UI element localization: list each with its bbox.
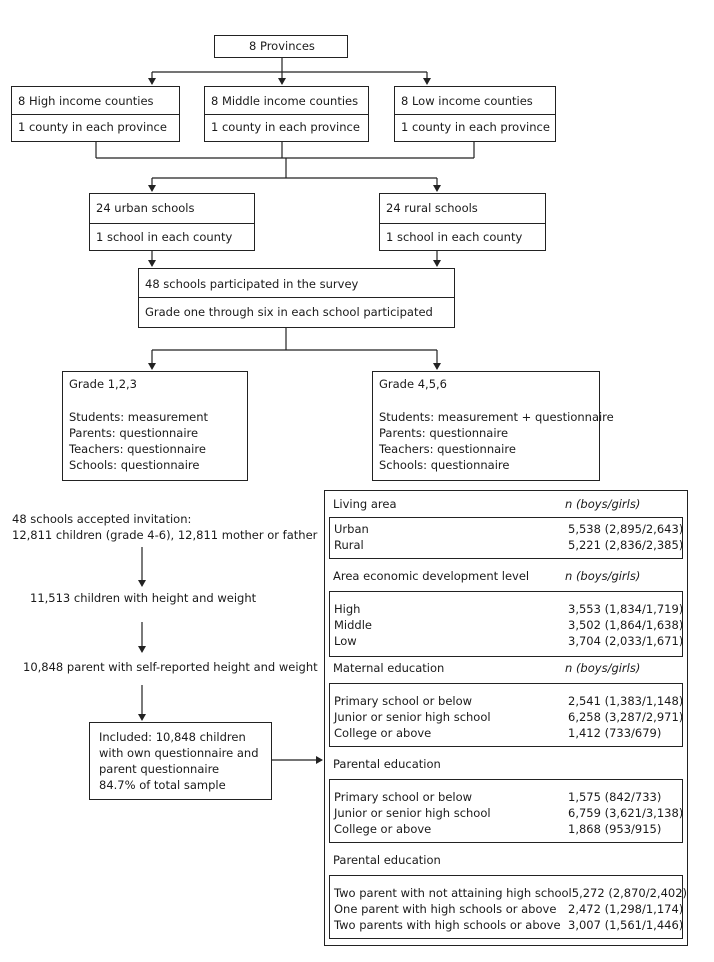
table-row: Two parent with not attaining high schoo… [334,886,687,900]
grade-line: Teachers: questionnaire [69,442,206,456]
n-header: n (boys/girls) [565,661,641,675]
row-value: 6,258 (3,287/2,971) [568,710,684,724]
row-value: 2,472 (1,298/1,174) [568,902,684,916]
section-title: Maternal education [333,661,445,675]
row-value: 1,868 (953/915) [568,822,662,836]
section-box-maternal-education: Primary school or below 2,541 (1,383/1,1… [329,683,683,747]
schools-sub: 1 school in each county [386,230,523,244]
grade-line: Students: measurement + questionnaire [379,410,614,424]
row-label: Two parents with high schools or above [334,918,561,932]
row-label: Junior or senior high school [334,806,491,820]
grade-456-box: Grade 4,5,6 Students: measurement + ques… [372,371,614,481]
included-box: Included: 10,848 children with own quest… [89,722,272,800]
table-row: College or above 1,412 (733/679) [334,726,678,740]
characteristics-table: Living area n (boys/girls) Urban 5,538 (… [324,490,688,946]
table-row: Rural 5,221 (2,836/2,385) [334,538,684,552]
survey-sub: Grade one through six in each school par… [145,305,433,319]
grade-title: Grade 1,2,3 [69,377,137,391]
row-label: Two parent with not attaining high schoo… [334,886,572,900]
grade-line: Parents: questionnaire [69,426,199,440]
table-row: Junior or senior high school 6,258 (3,28… [334,710,684,724]
county-box-high: 8 High income counties 1 county in each … [11,86,180,142]
table-row: Low 3,704 (2,033/1,671) [334,634,684,648]
flow-step3: 10,848 parent with self-reported height … [23,660,318,674]
grade-title: Grade 4,5,6 [379,377,447,391]
flow-step1: 48 schools accepted invitation: 12,811 c… [12,511,317,543]
section-box-living-area: Urban 5,538 (2,895/2,643) Rural 5,221 (2… [329,517,683,559]
grade-line: Teachers: questionnaire [379,442,516,456]
schools-title: 24 rural schools [386,201,478,215]
county-sub: 1 county in each province [211,120,360,134]
included-line: parent questionnaire [99,762,220,776]
grade-123-box: Grade 1,2,3 Students: measurement Parent… [62,371,248,481]
row-value: 3,704 (2,033/1,671) [568,634,684,648]
row-value: 3,007 (1,561/1,446) [568,918,684,932]
rural-schools-box: 24 rural schools 1 school in each county [379,193,546,251]
provinces-box: 8 Provinces [214,35,348,58]
row-value: 1,412 (733/679) [568,726,662,740]
section-title: Living area [333,497,397,511]
row-label: Junior or senior high school [334,710,491,724]
table-row: Middle 3,502 (1,864/1,638) [334,618,684,632]
flow-step1-line2: 12,811 children (grade 4-6), 12,811 moth… [12,528,318,542]
schools-title: 24 urban schools [96,201,195,215]
row-label: Low [334,634,357,648]
included-line: with own questionnaire and [99,746,259,760]
row-value: 5,538 (2,895/2,643) [568,522,684,536]
row-label: Urban [334,522,369,536]
row-label: Primary school or below [334,694,473,708]
urban-schools-box: 24 urban schools 1 school in each county [89,193,255,251]
row-value: 3,502 (1,864/1,638) [568,618,684,632]
section-title: Parental education [333,853,441,867]
table-row: One parent with high schools or above 2,… [334,902,684,916]
grade-line: Schools: questionnaire [379,458,510,472]
section-title: Area economic development level [333,569,530,583]
table-row: Urban 5,538 (2,895/2,643) [334,522,684,536]
county-sub: 1 county in each province [401,120,550,134]
county-title: 8 Low income counties [401,94,533,108]
county-sub: 1 county in each province [18,120,167,134]
section-title: Parental education [333,757,441,771]
table-row: High 3,553 (1,834/1,719) [334,602,684,616]
section-box-parental-education: Primary school or below 1,575 (842/733) … [329,779,683,843]
table-row: Primary school or below 1,575 (842/733) [334,790,678,804]
included-line: 84.7% of total sample [99,778,226,792]
county-title: 8 Middle income counties [211,94,359,108]
survey-box: 48 schools participated in the survey Gr… [138,268,455,328]
schools-sub: 1 school in each county [96,230,233,244]
row-label: Primary school or below [334,790,473,804]
table-row: Primary school or below 2,541 (1,383/1,1… [334,694,684,708]
section-box-economic-level: High 3,553 (1,834/1,719) Middle 3,502 (1… [329,591,683,657]
row-label: One parent with high schools or above [334,902,557,916]
county-box-low: 8 Low income counties 1 county in each p… [394,86,556,142]
grade-line: Parents: questionnaire [379,426,509,440]
flow-step2: 11,513 children with height and weight [30,591,257,605]
grade-line: Students: measurement [69,410,209,424]
provinces-label: 8 Provinces [249,39,315,53]
row-label: College or above [334,822,432,836]
row-value: 1,575 (842/733) [568,790,662,804]
included-line: Included: 10,848 children [99,730,246,744]
row-value: 3,553 (1,834/1,719) [568,602,684,616]
table-row: Junior or senior high school 6,759 (3,62… [334,806,684,820]
row-label: Rural [334,538,364,552]
row-label: Middle [334,618,372,632]
row-label: College or above [334,726,432,740]
n-header: n (boys/girls) [565,569,641,583]
row-value: 5,272 (2,870/2,402) [571,886,688,900]
county-box-middle: 8 Middle income counties 1 county in eac… [204,86,369,142]
row-value: 5,221 (2,836/2,385) [568,538,684,552]
flow-step1-line1: 48 schools accepted invitation: [12,512,192,526]
row-label: High [334,602,361,616]
county-title: 8 High income counties [18,94,154,108]
row-value: 2,541 (1,383/1,148) [568,694,684,708]
grade-line: Schools: questionnaire [69,458,200,472]
survey-title: 48 schools participated in the survey [145,277,359,291]
table-row: Two parents with high schools or above 3… [334,918,684,932]
table-row: College or above 1,868 (953/915) [334,822,678,836]
n-header: n (boys/girls) [565,497,641,511]
row-value: 6,759 (3,621/3,138) [568,806,684,820]
section-box-parental-education-combined: Two parent with not attaining high schoo… [329,875,687,939]
